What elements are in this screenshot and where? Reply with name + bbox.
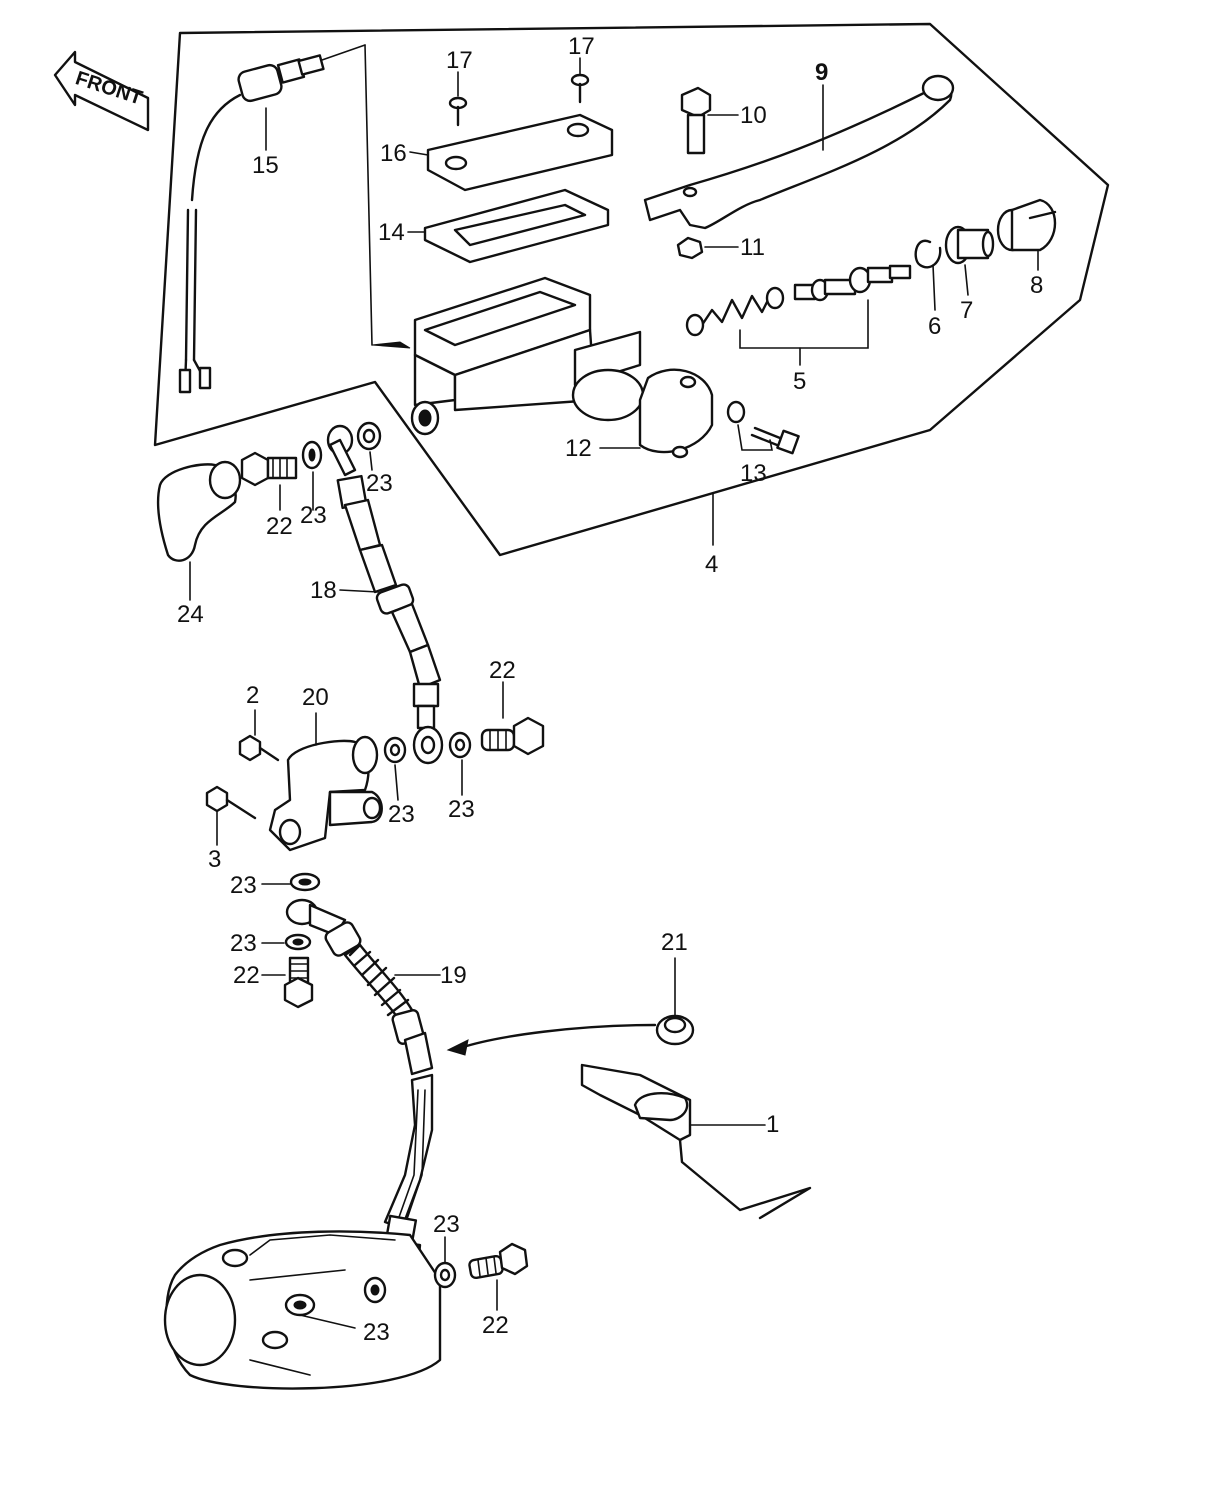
callout-22: 22 xyxy=(233,962,260,989)
callout-7: 7 xyxy=(960,297,973,324)
sealing-washer-icon xyxy=(433,1261,457,1289)
callout-23: 23 xyxy=(363,1319,390,1346)
reservoir-cap-icon xyxy=(426,113,614,192)
callout-23: 23 xyxy=(230,930,257,957)
callout-22: 22 xyxy=(482,1312,509,1339)
sealing-washer-icon xyxy=(448,731,472,759)
callout-13: 13 xyxy=(740,460,767,487)
lever-adjuster-icon xyxy=(996,198,1057,252)
banjo-bolt-icon xyxy=(468,1242,529,1280)
rubber-cap-icon xyxy=(156,460,242,562)
sealing-washer-icon xyxy=(383,736,407,764)
mounting-bolt-icon xyxy=(205,785,257,820)
callout-17: 17 xyxy=(446,47,473,74)
callout-3: 3 xyxy=(208,846,221,873)
callout-22: 22 xyxy=(266,513,293,540)
callout-10: 10 xyxy=(740,102,767,129)
callout-5: 5 xyxy=(793,368,806,395)
brake-lever-icon xyxy=(643,74,955,230)
callout-16: 16 xyxy=(380,140,407,167)
callout-17: 17 xyxy=(568,33,595,60)
spring-icon xyxy=(685,286,785,337)
callout-23: 23 xyxy=(300,502,327,529)
callout-15: 15 xyxy=(252,152,279,179)
callout-12: 12 xyxy=(565,435,592,462)
circlip-icon xyxy=(914,239,942,269)
callout-2: 2 xyxy=(246,682,259,709)
brake-caliper-icon xyxy=(163,1230,442,1390)
callout-20: 20 xyxy=(302,684,329,711)
pivot-bolt-icon xyxy=(680,86,712,155)
callout-24: 24 xyxy=(177,601,204,628)
master-cylinder-assembly-outline xyxy=(153,22,1110,557)
callout-9: 9 xyxy=(815,59,828,86)
callout-6: 6 xyxy=(928,313,941,340)
screw-icon xyxy=(570,73,590,104)
callout-19: 19 xyxy=(440,962,467,989)
brake-light-switch-icon xyxy=(178,54,325,394)
banjo-bolt-icon xyxy=(480,716,545,756)
mounting-bolt-icon xyxy=(238,734,280,762)
sealing-washer-icon xyxy=(301,440,323,470)
callout-23: 23 xyxy=(230,872,257,899)
screw-icon xyxy=(448,96,468,127)
callout-18: 18 xyxy=(310,577,337,604)
callout-23: 23 xyxy=(388,801,415,828)
callout-22: 22 xyxy=(489,657,516,684)
hose-guide-icon xyxy=(580,1063,812,1220)
callout-8: 8 xyxy=(1030,272,1043,299)
callout-23: 23 xyxy=(448,796,475,823)
nut-icon xyxy=(676,236,704,260)
callout-21: 21 xyxy=(661,929,688,956)
sealing-washer-icon xyxy=(284,933,312,951)
callout-1: 1 xyxy=(766,1111,779,1138)
sealing-washer-icon xyxy=(356,421,382,451)
sealing-washer-icon xyxy=(289,872,321,892)
clamp-bolt-icon xyxy=(726,400,800,455)
callout-14: 14 xyxy=(378,219,405,246)
front-direction-icon: FRONT xyxy=(53,50,150,132)
dust-boot-icon xyxy=(944,225,995,265)
callout-23: 23 xyxy=(366,470,393,497)
callout-11: 11 xyxy=(740,234,765,261)
grommet-icon xyxy=(655,1014,695,1046)
brake-hose-upper-icon xyxy=(326,424,444,765)
brake-hose-joint-icon xyxy=(268,735,383,852)
clamp-icon xyxy=(638,368,714,459)
callout-23: 23 xyxy=(433,1211,460,1238)
banjo-bolt-icon xyxy=(240,451,298,487)
callout-4: 4 xyxy=(705,551,718,578)
master-cylinder-body-icon xyxy=(410,276,645,436)
piston-icon xyxy=(793,264,912,302)
banjo-bolt-icon xyxy=(283,956,314,1009)
diaphragm-icon xyxy=(423,188,610,264)
